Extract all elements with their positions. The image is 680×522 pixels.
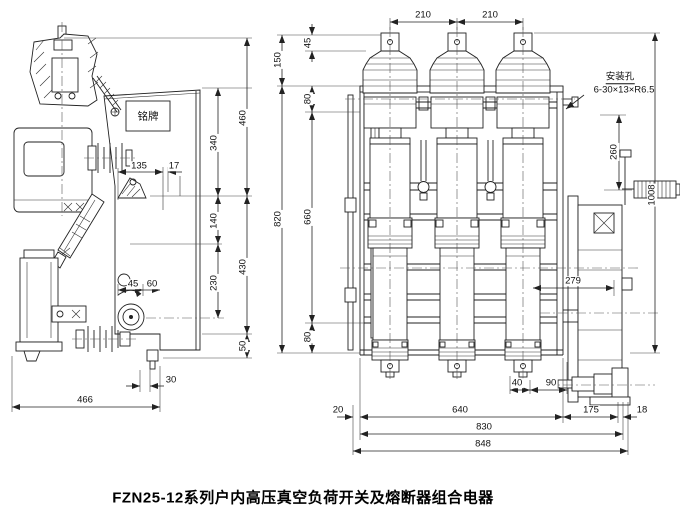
dim-front-45: 45 [302,36,314,50]
dim-front-175: 175 [582,404,600,416]
dim-side-50: 50 [237,339,249,353]
interphase-insulators [417,140,497,201]
dim-front-830: 830 [475,421,493,433]
dim-front-80-bottom: 80 [302,330,314,344]
dim-front-660: 660 [302,208,314,226]
phase-3 [495,26,551,383]
dim-front-1008: 1008 [646,183,658,207]
dim-front-150: 150 [272,51,284,69]
dim-side-17: 17 [167,160,181,172]
dim-front-18: 18 [635,404,649,416]
operating-mechanism [557,149,680,406]
mounting-hole-note-value: 6-30×13×R6.5 [593,84,655,96]
side-view-drawing [13,22,201,370]
phase-2 [429,26,485,383]
dim-front-40: 40 [510,377,524,389]
dim-side-30: 30 [164,374,178,386]
dim-front-210-right: 210 [481,9,499,21]
technical-drawing [11,18,680,455]
dim-front-848: 848 [474,438,492,450]
mounting-hole-note-title: 安装孔 [605,71,635,84]
dim-front-90: 90 [544,377,558,389]
dim-side-340: 340 [208,134,220,152]
dim-side-430: 430 [237,258,249,276]
dim-front-640: 640 [451,404,469,416]
dim-front-279: 279 [564,275,582,287]
dim-front-210-left: 210 [414,9,432,21]
drawing-caption: FZN25-12系列户内高压真空负荷开关及熔断器组合电器 [112,489,494,507]
dimension-lines [11,18,660,455]
front-view-drawing [340,26,680,406]
dim-side-466: 466 [76,394,94,406]
nameplate-label: 铭牌 [137,110,159,123]
dim-front-820: 820 [272,210,284,228]
dim-front-260: 260 [608,143,620,161]
dim-side-60: 60 [145,278,159,290]
dim-side-45: 45 [126,278,140,290]
dim-side-230: 230 [208,274,220,292]
dim-side-140: 140 [208,212,220,230]
dim-front-20: 20 [331,404,345,416]
dim-front-80-top: 80 [302,92,314,106]
dim-side-135: 135 [130,160,148,172]
dim-side-460: 460 [237,109,249,127]
